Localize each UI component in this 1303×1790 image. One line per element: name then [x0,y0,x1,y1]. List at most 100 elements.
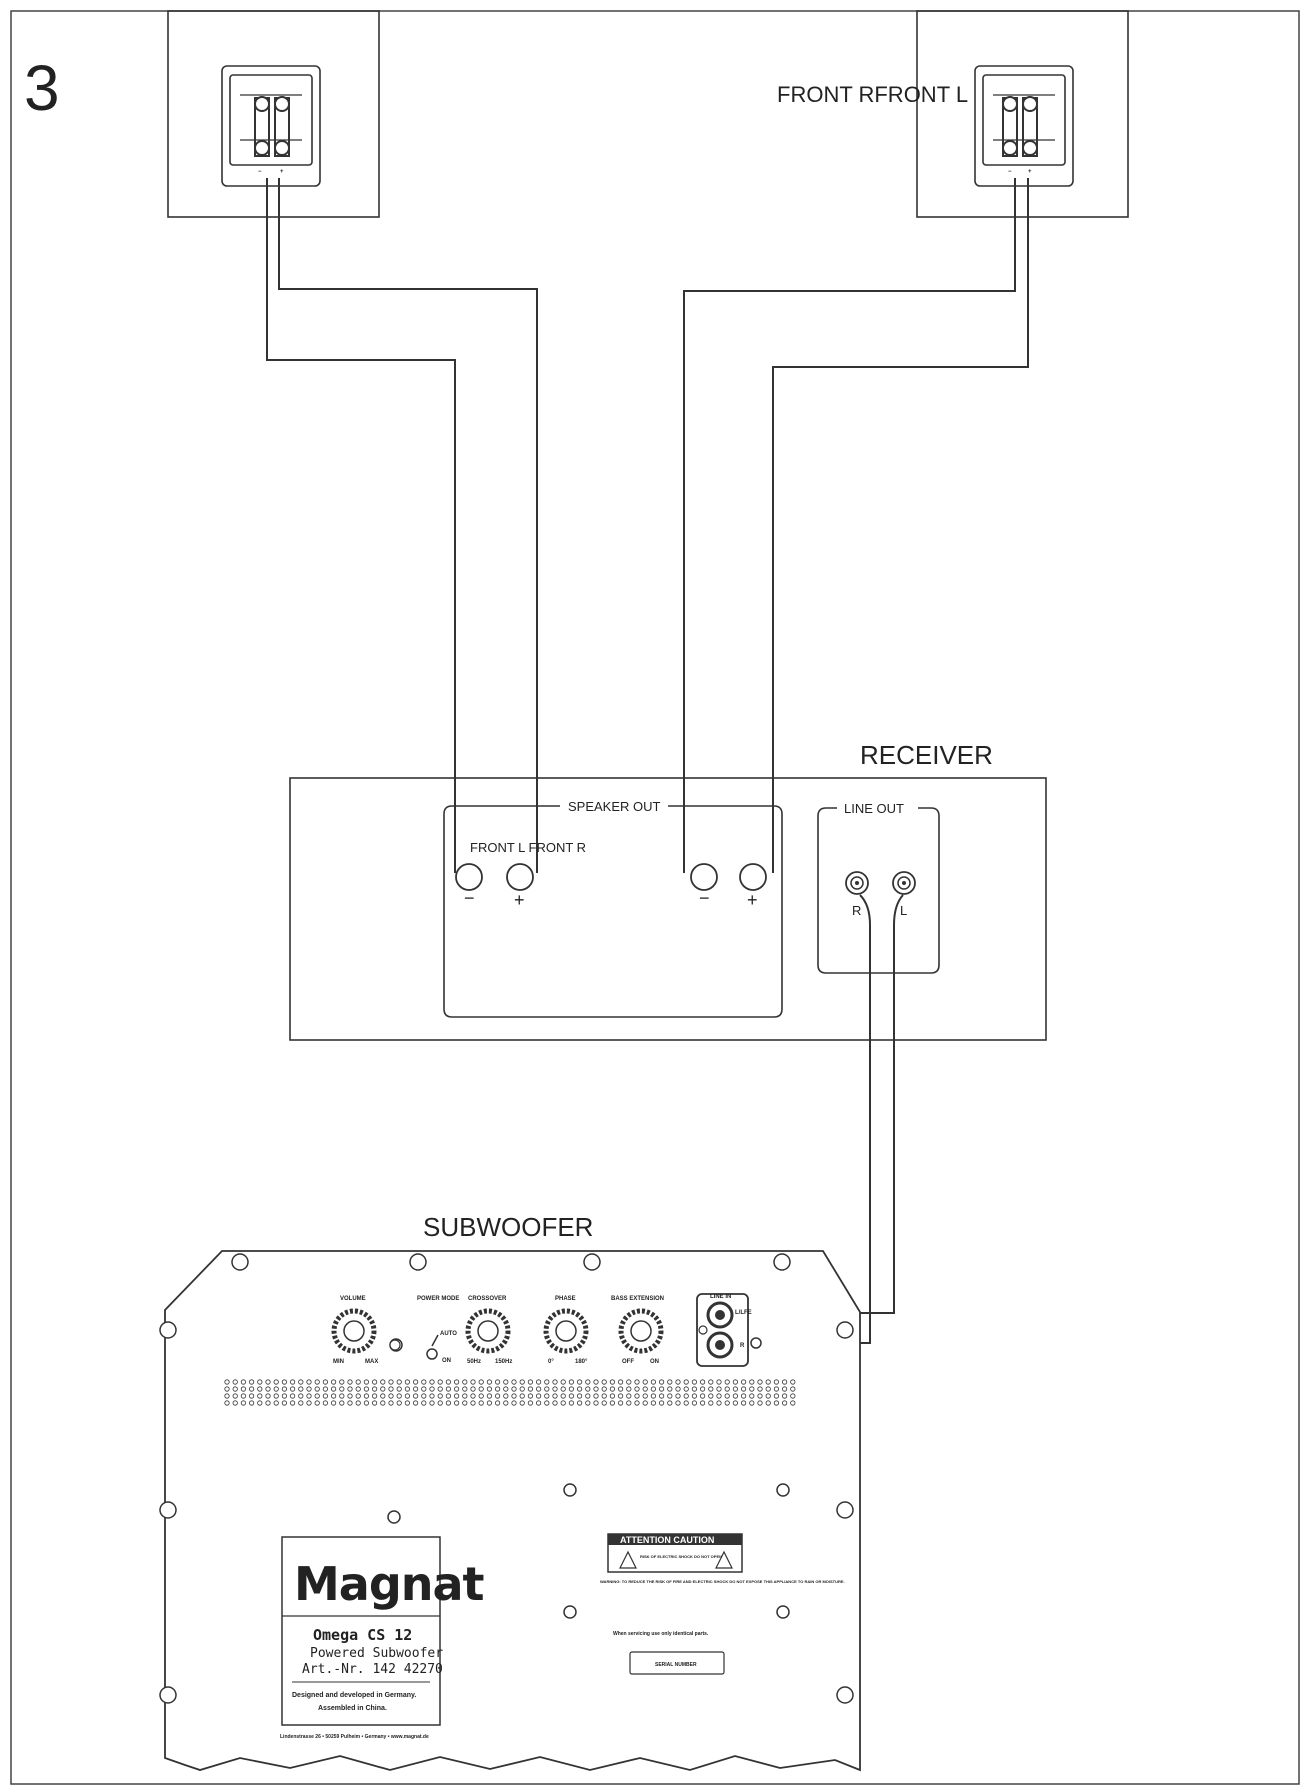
line-in-panel: LINE IN L/LFE R [696,1293,762,1367]
vent-hole [224,1393,230,1399]
vent-hole [445,1400,451,1406]
vent-hole [535,1393,542,1399]
vent-hole [585,1379,591,1385]
left-speaker-wire-plus [278,178,538,873]
vent-hole [412,1386,419,1392]
vent-hole [273,1393,279,1399]
vent-hole [281,1393,287,1399]
vent-hole [552,1400,558,1406]
vent-hole [732,1386,739,1392]
front-r-plus-sign: + [747,890,758,910]
svg-text:AUTO: AUTO [440,1331,457,1337]
vent-hole [503,1400,509,1406]
vent-hole [658,1386,665,1392]
vent-hole [232,1393,238,1399]
vent-hole [576,1386,583,1392]
vent-hole [527,1393,534,1399]
vent-hole [585,1393,591,1399]
vent-hole [667,1393,673,1399]
svg-text:MIN: MIN [333,1359,344,1365]
vent-hole [363,1400,369,1406]
vent-hole [494,1386,501,1392]
vent-hole [404,1379,410,1385]
vent-hole [732,1393,739,1399]
vent-hole [724,1393,730,1399]
vent-hole [675,1400,681,1406]
vent-hole [724,1386,730,1392]
step-number: 3 [24,52,60,124]
vent-hole [421,1400,427,1406]
vent-hole [322,1379,328,1385]
address-text: Lindenstrasse 26 • 50259 Pulheim • Germa… [280,1734,429,1740]
front-r-plus-terminal [739,863,767,891]
vent-hole [396,1400,402,1406]
vent-hole [224,1400,230,1406]
vent-hole [576,1393,583,1399]
vent-hole [265,1400,271,1406]
vent-hole [355,1379,361,1385]
vent-hole [724,1400,730,1406]
vent-hole [708,1379,714,1385]
vent-hole [453,1400,460,1406]
caution-label: ATTENTION CAUTION RISK OF ELECTRIC SHOCK… [600,1533,845,1675]
vent-hole [740,1386,747,1392]
vent-hole [371,1386,378,1392]
front-l-plus-sign: + [514,890,525,910]
vent-hole [552,1386,558,1392]
receiver-panel [289,777,1047,1041]
right-speaker-plus-label: + [1028,169,1032,175]
vent-hole [289,1400,296,1406]
vent-hole [790,1379,796,1385]
brand-logo: Magnat [294,1557,484,1611]
vent-hole [699,1393,706,1399]
vent-hole [494,1393,501,1399]
vent-hole [347,1379,353,1385]
model-name: Omega CS 12 [313,1626,412,1644]
vent-hole [626,1386,632,1392]
vent-hole [749,1379,755,1385]
vent-hole [306,1400,312,1406]
vent-hole [593,1386,599,1392]
vent-hole [650,1379,657,1385]
vent-hole [511,1379,517,1385]
svg-text:PHASE: PHASE [555,1296,576,1302]
right-speaker-label: FRONT RFRONT L [777,82,968,107]
vent-hole [675,1379,681,1385]
vent-hole [601,1386,607,1392]
vent-hole [249,1393,255,1399]
vent-hole [347,1400,353,1406]
vent-hole [781,1400,788,1406]
vent-hole [265,1379,271,1385]
vent-hole [478,1400,484,1406]
vent-hole [576,1400,583,1406]
vent-hole [314,1400,320,1406]
vent-hole [519,1386,525,1392]
vent-hole [511,1400,517,1406]
vent-hole [363,1386,369,1392]
warning-text: WARNING: TO REDUCE THE RISK OF FIRE AND … [600,1579,845,1584]
vent-hole [683,1400,689,1406]
vent-hole [445,1386,451,1392]
vent-hole [503,1393,509,1399]
vent-hole [568,1386,575,1392]
vent-hole [535,1400,542,1406]
vent-hole [642,1386,648,1392]
left-speaker-minus-label: − [258,169,262,175]
vent-hole [650,1393,657,1399]
vent-hole [790,1393,796,1399]
vent-hole [462,1386,468,1392]
right-speaker-minus-label: − [1008,169,1012,175]
vent-hole [322,1393,328,1399]
product-label: Magnat Omega CS 12 Powered Subwoofer Art… [280,1536,485,1740]
left-speaker-terminal-block [240,94,302,157]
svg-text:POWER MODE: POWER MODE [417,1296,459,1302]
product-type: Powered Subwoofer [310,1646,443,1661]
speaker-wires [266,178,1029,873]
vent-hole [330,1386,337,1392]
vent-hole [593,1400,599,1406]
vent-hole [445,1393,451,1399]
left-speaker-wire-minus [266,178,456,873]
vent-hole [281,1400,287,1406]
vent-hole [314,1379,320,1385]
